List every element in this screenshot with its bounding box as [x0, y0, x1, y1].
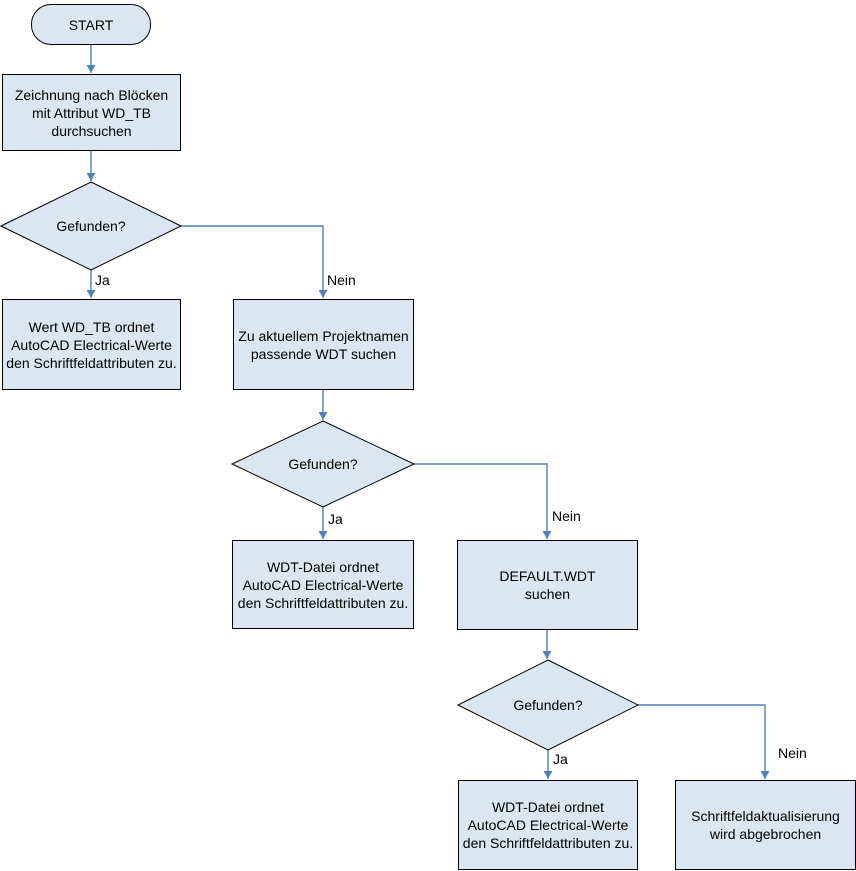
assign-wdt-file-1-node: WDT-Datei ordnet AutoCAD Electrical-Wert…: [232, 540, 414, 629]
scan-blocks-node: Zeichnung nach Blöcken mit Attribut WD_T…: [2, 74, 181, 151]
decision-2-yes-label: Ja: [328, 511, 343, 527]
decision-1-no-label: Nein: [327, 272, 356, 288]
assign-wdt-file-2-node: WDT-Datei ordnet AutoCAD Electrical-Wert…: [458, 780, 638, 870]
assign-wd-tb-node: Wert WD_TB ordnet AutoCAD Electrical-Wer…: [2, 299, 181, 390]
search-project-wdt-node: Zu aktuellem Projektnamen passende WDT s…: [233, 299, 414, 390]
decision-1-yes-label: Ja: [95, 272, 110, 288]
edge-decision3-no: [638, 704, 770, 779]
edge-decision2-no: [414, 463, 552, 539]
decision-2-no-label: Nein: [552, 508, 581, 524]
decision-2-diamond: [230, 420, 416, 508]
decision-1-diamond: [0, 181, 183, 271]
search-default-wdt-node: DEFAULT.WDT suchen: [457, 540, 638, 630]
decision-3-yes-label: Ja: [553, 751, 568, 767]
edge-decision1-no: [181, 225, 328, 298]
decision-3-diamond: [456, 659, 640, 751]
decision-3-no-label: Nein: [778, 745, 807, 761]
abort-update-node: Schriftfeldaktualisierung wird abgebroch…: [675, 780, 856, 870]
start-node: START: [31, 4, 151, 45]
